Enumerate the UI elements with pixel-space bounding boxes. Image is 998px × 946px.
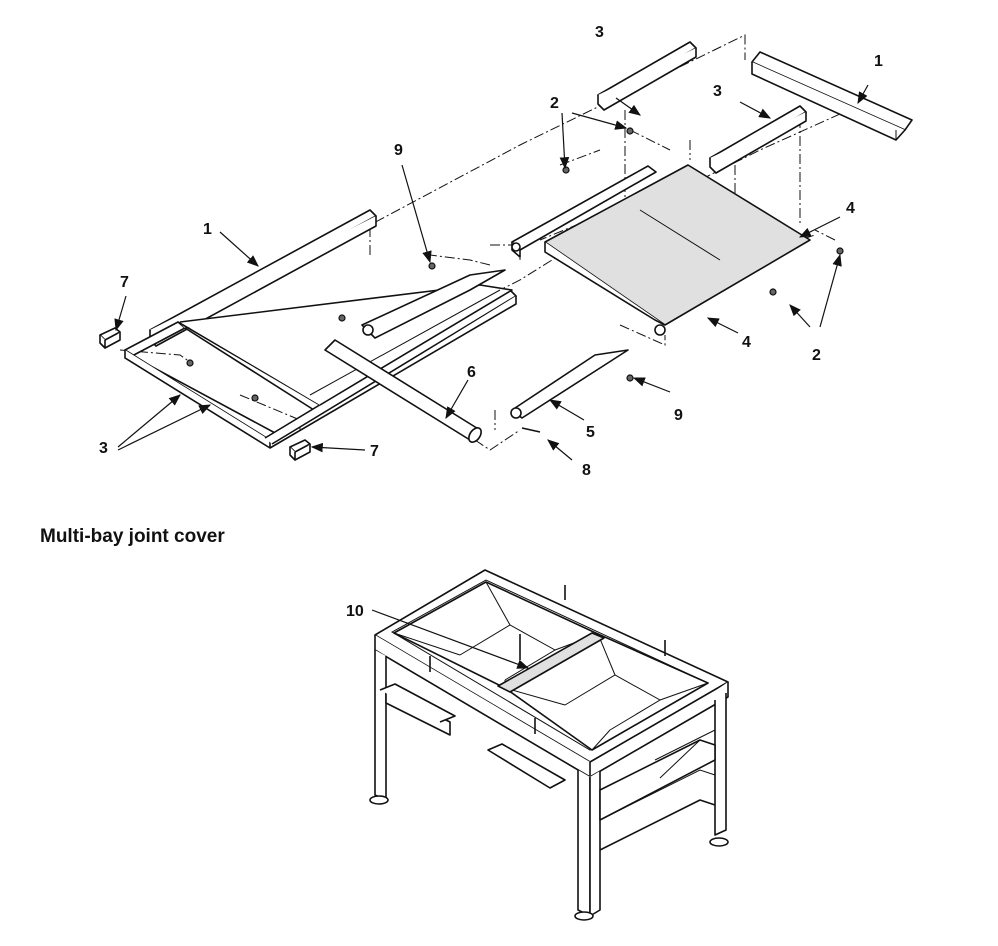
callout-9-lower: 9 bbox=[674, 407, 683, 424]
multi-bay-view: 10 bbox=[346, 569, 729, 921]
callout-3-right: 3 bbox=[713, 83, 722, 100]
callout-7-left: 7 bbox=[120, 274, 129, 291]
callout-3-bottom: 3 bbox=[99, 440, 108, 457]
part-5-bracket-upper bbox=[361, 269, 506, 339]
fasteners bbox=[186, 127, 844, 433]
callout-4-lower: 4 bbox=[742, 334, 751, 351]
callout-1-long: 1 bbox=[203, 221, 212, 238]
callout-1-upper: 1 bbox=[874, 53, 883, 70]
callout-5: 5 bbox=[586, 424, 595, 441]
part-1-rail-upper bbox=[751, 51, 913, 141]
callout-8: 8 bbox=[582, 462, 591, 479]
part-7-cap-left bbox=[99, 327, 121, 349]
callout-3-top: 3 bbox=[595, 24, 604, 41]
exploded-view: 1 1 2 2 3 3 3 4 4 5 6 7 7 8 9 9 bbox=[99, 24, 913, 479]
part-5-bracket-lower bbox=[510, 349, 629, 419]
callout-10: 10 bbox=[346, 603, 364, 620]
part-3-strip-top-b bbox=[709, 105, 807, 174]
callout-2-upper: 2 bbox=[550, 95, 559, 112]
part-7-cap-right bbox=[289, 439, 311, 461]
section-title: Multi-bay joint cover bbox=[40, 526, 225, 547]
main-frame bbox=[124, 284, 517, 449]
center-panel bbox=[511, 164, 811, 336]
callouts: 1 1 2 2 3 3 3 4 4 5 6 7 7 8 9 9 bbox=[99, 24, 883, 479]
callout-9-upper: 9 bbox=[394, 142, 403, 159]
part-3-strip-top-a bbox=[597, 41, 697, 111]
callout-2-lower: 2 bbox=[812, 347, 821, 364]
leader-arrows bbox=[114, 84, 869, 461]
callout-6: 6 bbox=[467, 364, 476, 381]
callout-7-right: 7 bbox=[370, 443, 379, 460]
part-6-tube bbox=[324, 339, 482, 443]
callout-4-upper: 4 bbox=[846, 200, 855, 217]
